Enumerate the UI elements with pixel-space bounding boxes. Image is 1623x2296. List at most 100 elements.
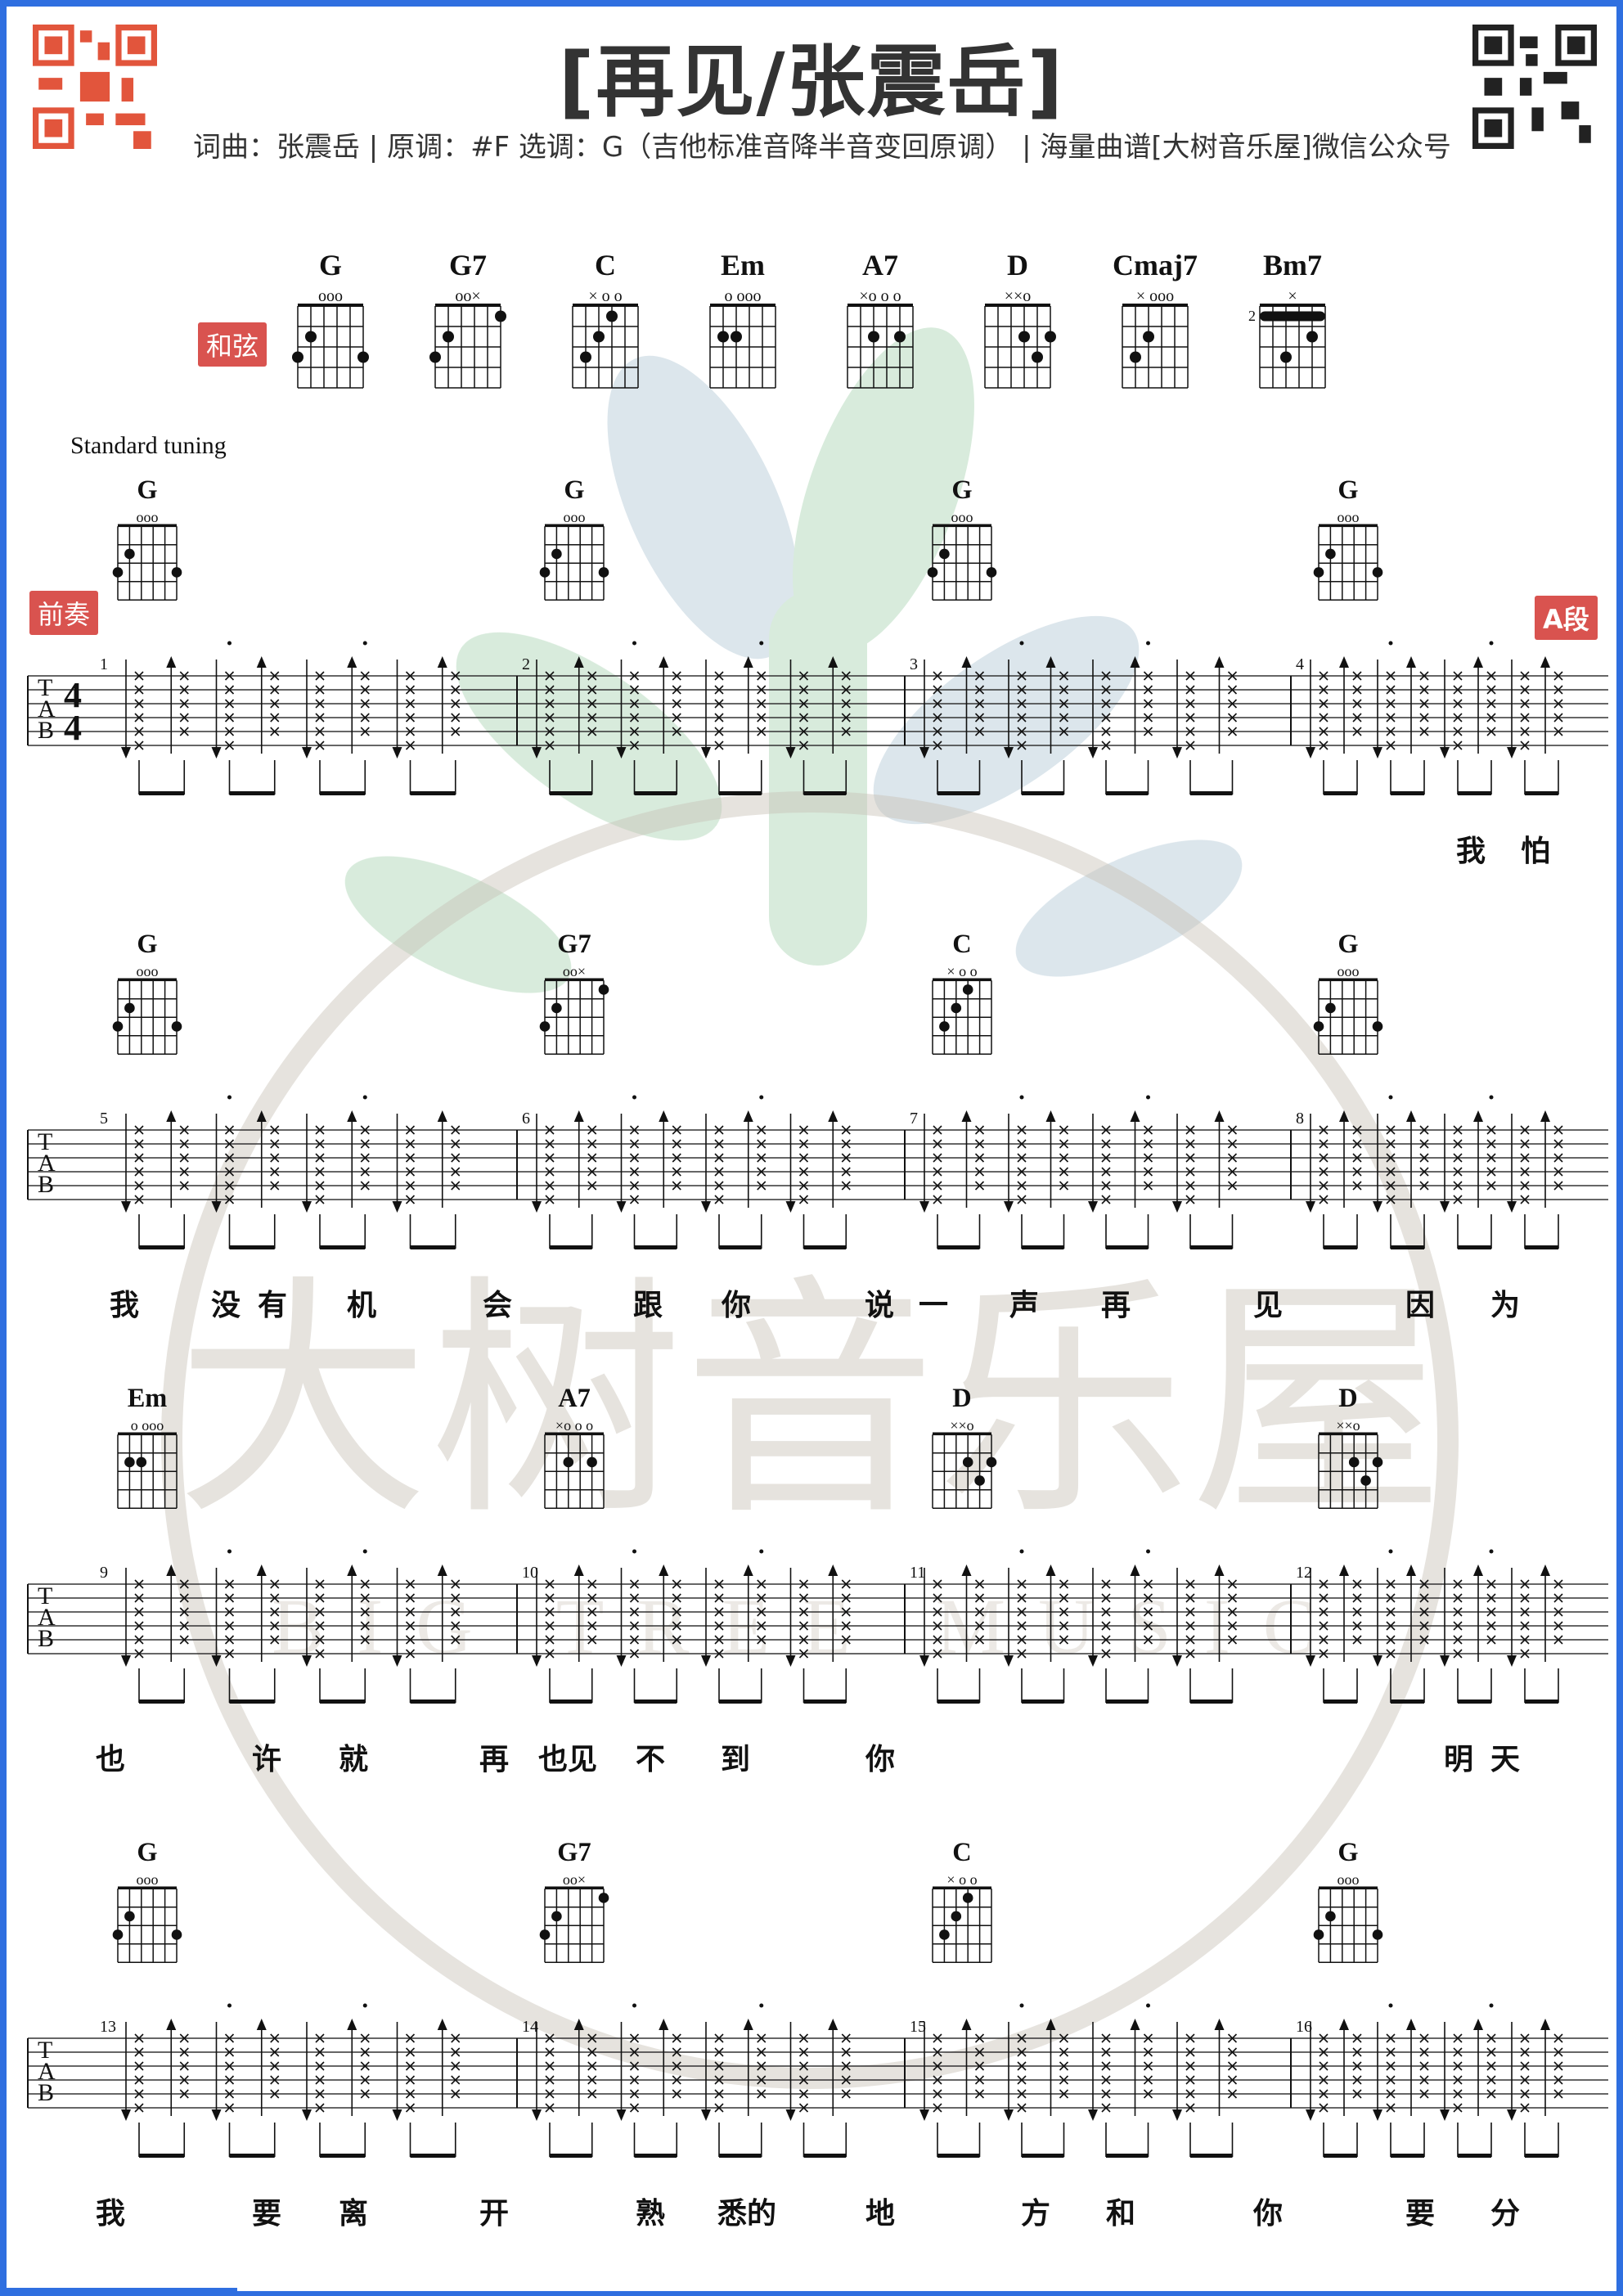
arrow-down-icon — [302, 2109, 312, 2121]
strum — [410, 2019, 461, 2158]
strum-x — [629, 1195, 640, 1204]
strum-x — [224, 685, 235, 695]
beam — [320, 1699, 366, 1704]
strum-x — [1520, 1139, 1530, 1149]
arrow-up-icon — [347, 656, 357, 668]
arrow-up-icon — [347, 1564, 357, 1576]
arrow-down-icon — [392, 2109, 402, 2121]
arrow-down-icon — [532, 1201, 542, 1213]
strum-x — [224, 2061, 235, 2071]
chord-nut — [118, 1432, 177, 1436]
strum-x — [757, 1621, 767, 1631]
strum-x — [315, 2103, 325, 2113]
arrow-up-icon — [256, 656, 267, 668]
strum-x — [1419, 727, 1429, 736]
arrow-down-icon — [121, 1201, 131, 1213]
beam — [410, 791, 456, 795]
strum-x — [179, 1579, 189, 1589]
strum — [1324, 656, 1362, 795]
strum-x — [1059, 1181, 1069, 1191]
strum-x — [1352, 2089, 1362, 2099]
beam — [320, 791, 366, 795]
strum-x — [1486, 1167, 1496, 1177]
strum — [211, 1095, 235, 1249]
arrow-up-icon — [166, 1564, 177, 1576]
strum-x — [451, 727, 461, 736]
strum-x — [798, 1621, 809, 1631]
strum-x — [315, 741, 325, 750]
strum-x — [1453, 1195, 1463, 1204]
strum — [1172, 1568, 1195, 1703]
beam — [410, 1245, 456, 1249]
strum-x — [933, 1195, 942, 1204]
beam — [1022, 1699, 1064, 1704]
strum-x — [841, 1579, 851, 1589]
strum-x — [1386, 2103, 1396, 2113]
chord-name: G — [137, 1838, 157, 1867]
strum-x — [405, 699, 416, 709]
strum-x — [1319, 1181, 1329, 1191]
strum-x — [451, 671, 461, 681]
strum — [1507, 2022, 1530, 2157]
strum-x — [1017, 1139, 1027, 1149]
strum-x — [672, 2033, 681, 2043]
strum-x — [134, 1621, 144, 1631]
strum-x — [1453, 1181, 1463, 1191]
beam — [937, 791, 980, 795]
strum-x — [1101, 671, 1111, 681]
chord-open-strings: ×o o o — [555, 1417, 593, 1434]
strum-x — [1453, 699, 1463, 709]
strum-x — [672, 727, 681, 736]
strum-x — [315, 1139, 325, 1149]
arrow-down-icon — [302, 1201, 312, 1213]
strum-x — [1386, 1621, 1396, 1631]
strum-x — [179, 2033, 189, 2043]
arrow-down-icon — [1088, 1201, 1098, 1213]
chord-nut — [545, 1432, 604, 1436]
chord-open-strings: ooo — [951, 509, 973, 525]
strum-x — [1553, 1167, 1563, 1177]
accent-dot — [1489, 1095, 1494, 1100]
strum-x — [1520, 699, 1530, 709]
arrow-down-icon — [532, 747, 542, 759]
finger-dot — [171, 1021, 182, 1032]
strum-x — [1553, 2089, 1563, 2099]
arrow-down-icon — [1507, 747, 1517, 759]
chord-open-strings: ooo — [137, 1871, 159, 1888]
finger-dot — [939, 548, 950, 560]
strum-x — [1227, 2047, 1238, 2057]
strum-x — [1227, 1167, 1238, 1177]
chord-diagram: Emo ooo — [117, 1384, 178, 1509]
arrow-down-icon — [785, 2109, 796, 2121]
arrow-up-icon — [1540, 656, 1550, 668]
strum-x — [587, 1167, 597, 1177]
strum-x — [1059, 1167, 1069, 1177]
strum-x — [270, 2089, 280, 2099]
tab-clef: T — [38, 2037, 52, 2064]
strum-x — [1486, 1635, 1496, 1645]
strum-x — [1017, 2047, 1027, 2057]
strum-x — [1419, 1635, 1429, 1645]
finger-dot — [1280, 351, 1292, 363]
finger-dot — [171, 1929, 182, 1940]
accent-dot — [632, 1095, 636, 1100]
strum-x — [1419, 1607, 1429, 1617]
strum-x — [798, 727, 809, 736]
strum-x — [1059, 1139, 1069, 1149]
strum-x — [629, 1579, 640, 1589]
strum-x — [1185, 713, 1195, 723]
chord-nut — [933, 1432, 991, 1436]
arrow-down-icon — [1088, 747, 1098, 759]
strum-x — [545, 1635, 555, 1645]
strum-x — [587, 2089, 597, 2099]
finger-dot — [124, 548, 135, 560]
strum — [302, 2022, 325, 2157]
strum-x — [1059, 2047, 1069, 2057]
finger-dot — [927, 567, 938, 578]
strum-x — [587, 1593, 597, 1603]
strum-x — [629, 1153, 640, 1163]
strum-x — [405, 1621, 416, 1631]
